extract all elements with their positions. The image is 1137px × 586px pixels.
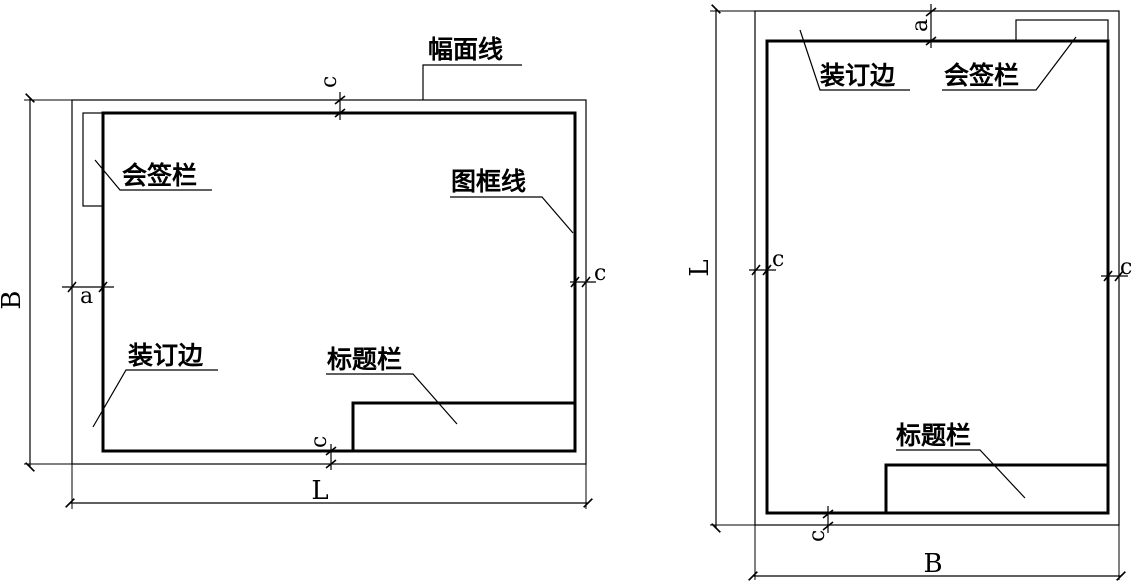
landscape-trim-line (71, 99, 587, 465)
portrait-dim-L: L (685, 4, 755, 533)
portrait-dim-a: a (908, 4, 937, 48)
portrait-trim-line (754, 10, 1120, 526)
portrait-countersign-callout: 会签栏 (942, 36, 1077, 91)
dim-L-label-left: L (685, 259, 715, 276)
landscape-dim-a: a (62, 281, 114, 309)
landscape-dim-c-right: c (570, 261, 606, 288)
landscape-frame-line-callout: 图框线 (450, 167, 574, 234)
portrait-dim-c-bottom: c (805, 506, 834, 542)
dim-B-label-left: B (0, 290, 27, 309)
landscape-trim-line-callout: 幅面线 (422, 35, 522, 100)
dim-c-label-top: c (317, 76, 342, 88)
landscape-sheet: 幅面线 会签栏 图框线 装订边 标题栏 B (0, 35, 606, 509)
landscape-binding-edge-callout: 装订边 (92, 341, 218, 428)
portrait-countersign-box (1015, 19, 1109, 42)
portrait-dim-c-left: c (749, 247, 784, 276)
portrait-sheet: 装订边 会签栏 标题栏 L B (685, 4, 1132, 581)
landscape-dim-B: B (0, 93, 72, 472)
dim-B-label-bottom: B (923, 549, 942, 579)
portrait-title-block-box (884, 463, 1110, 515)
landscape-dim-L: L (65, 464, 593, 509)
dim-c-label-right: c (594, 261, 606, 286)
dim-c-label-portrait-bottom: c (805, 530, 830, 542)
binding-edge-label-right: 装订边 (820, 61, 896, 90)
portrait-title-block-callout: 标题栏 (896, 421, 1026, 499)
dim-c-label-bottom: c (307, 436, 332, 448)
landscape-dim-c-top: c (317, 76, 346, 120)
countersign-label-right: 会签栏 (944, 61, 1019, 90)
frame-line-label: 图框线 (451, 167, 526, 196)
landscape-title-block-box (351, 401, 577, 453)
title-block-label-right: 标题栏 (896, 421, 971, 450)
portrait-dim-c-right: c (1101, 255, 1132, 282)
landscape-title-block-callout: 标题栏 (326, 345, 458, 425)
dim-a-label-left: a (80, 284, 93, 309)
countersign-label-left: 会签栏 (122, 161, 197, 190)
dim-c-label-portrait-right: c (1120, 255, 1132, 280)
trim-line-label: 幅面线 (428, 35, 503, 64)
portrait-binding-edge-callout: 装订边 (799, 29, 910, 91)
binding-edge-label-left: 装订边 (128, 341, 204, 370)
dim-a-label-top: a (908, 19, 933, 32)
dim-L-label-bottom: L (311, 476, 328, 506)
landscape-dim-c-bottom: c (307, 436, 337, 470)
portrait-dim-B: B (748, 525, 1126, 581)
dim-c-label-portrait-left: c (772, 247, 784, 272)
title-block-label-left: 标题栏 (327, 345, 402, 374)
landscape-countersign-box (82, 112, 104, 207)
landscape-countersign-callout: 会签栏 (94, 159, 212, 191)
